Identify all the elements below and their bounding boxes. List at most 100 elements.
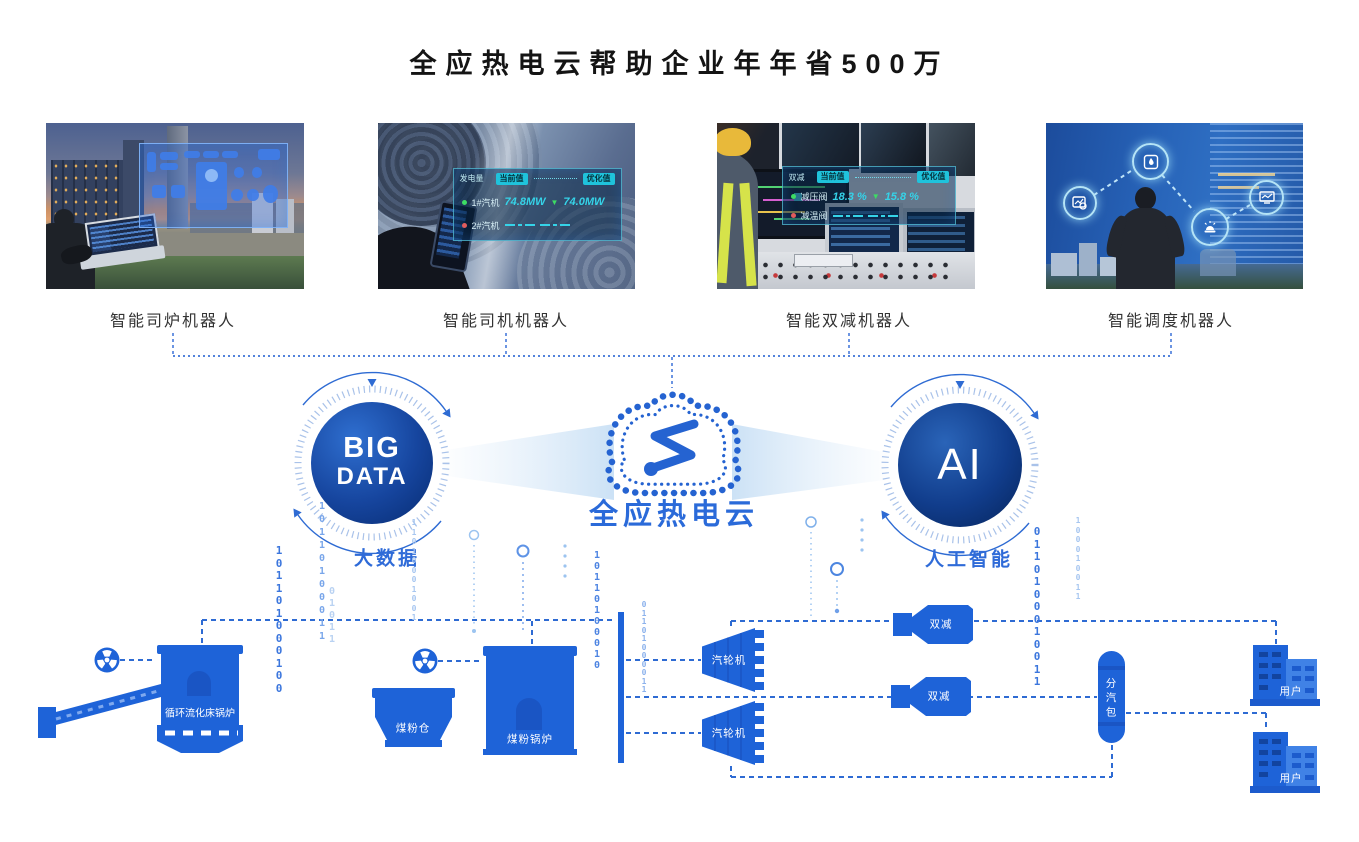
- man-head: [1135, 187, 1156, 210]
- photo-dual-reduction-robot: 双减 当前值 优化值 减压阀 18.3 % ▼ 15.8 % 减温阀: [717, 123, 975, 289]
- hud-widget: [147, 152, 157, 173]
- hud-widget: [151, 185, 167, 198]
- ai-sphere: AI: [898, 403, 1022, 527]
- bigdata-text-line2: DATA: [336, 463, 408, 491]
- turbine-label: 汽轮机: [711, 654, 747, 667]
- hud-node: [251, 167, 262, 178]
- reducer: [893, 605, 973, 644]
- photo-connectors: [172, 333, 1172, 388]
- coal-powder-boiler: [483, 646, 577, 755]
- turbine: [702, 701, 764, 765]
- steam-manifold: [618, 612, 624, 763]
- hard-hat: [717, 127, 751, 157]
- binary-column: 0 1 1 0 1 0 0 0 0 1 1: [641, 600, 647, 694]
- code-highlight: [1218, 186, 1260, 190]
- reducer-label: 双减: [927, 690, 951, 703]
- hud-header-label: 双减: [788, 172, 805, 182]
- turbine-label: 汽轮机: [711, 727, 747, 740]
- binary-column: 1 1 0 1 0 0 0 1 0 0 1: [411, 518, 417, 622]
- optimal-value: 15.8 %: [884, 190, 919, 203]
- wall-screen: [781, 123, 859, 170]
- hud-widget: [160, 162, 179, 171]
- hud-node: [247, 188, 259, 202]
- hud-widget: [160, 152, 179, 160]
- row-label: 2#汽机: [471, 220, 500, 231]
- coal-boiler-label: 煤粉锅炉: [507, 733, 553, 746]
- binary-column: 1 0 1 1 0 1 0 0 0 1 0: [593, 550, 601, 671]
- bigdata-text-line1: BIG: [343, 432, 401, 465]
- green-bullet: [790, 194, 796, 200]
- user-building: [1250, 645, 1320, 706]
- user-label: 用户: [1279, 685, 1303, 698]
- row-label: 减温阀: [800, 211, 828, 222]
- hud-widget: [203, 150, 220, 158]
- steam-header-label: 分汽包: [1104, 677, 1117, 721]
- chimney: [167, 126, 188, 230]
- flame-monitor-icon: [1132, 143, 1169, 180]
- user-building: [1250, 732, 1320, 793]
- alarm-icon: [1191, 208, 1229, 246]
- turbine: [702, 628, 764, 692]
- photo-stoker-robot: [46, 123, 304, 289]
- binary-column: 1 0 1 1 0 1 0 0 0 1 1: [318, 501, 326, 642]
- user-label: 用户: [1279, 772, 1303, 785]
- binary-column: 0 1 1 0 1 0 0 0 1 0 0 1 1: [1033, 525, 1041, 688]
- hud-node: [233, 167, 245, 178]
- hud-widget: [257, 148, 280, 160]
- building-silhouette: [1079, 242, 1098, 276]
- hud-widget: [222, 150, 239, 158]
- coal-icon: [412, 648, 438, 674]
- dash-placeholder: [504, 224, 535, 227]
- coal-bunker-label: 煤粉仓: [395, 722, 431, 735]
- icon-links: [1093, 168, 1251, 220]
- current-value: 74.8MW: [504, 196, 546, 209]
- photo-dispatch-robot: [1046, 123, 1303, 289]
- hud-node: [231, 188, 243, 202]
- photo-driver-robot: 发电量 当前值 优化值 1#汽机 74.8MW ▼ 74.0MW 2#汽机: [378, 123, 635, 289]
- conveyor: [38, 684, 161, 738]
- ai-ring: [881, 373, 1039, 557]
- reducer: [891, 677, 971, 716]
- hud-widget: [183, 150, 201, 158]
- wall-screen: [861, 123, 926, 173]
- coal-icon: [94, 647, 120, 673]
- green-bullet: [461, 199, 467, 205]
- binary-column: 1 0 0 0 1 0 0 1 1: [1075, 516, 1081, 601]
- optimal-value: 74.0MW: [563, 196, 605, 209]
- code-highlight: [1218, 172, 1275, 176]
- cfb-boiler-label: 循环流化床锅炉: [165, 708, 235, 720]
- dash-placeholder: [539, 224, 570, 227]
- cloud-label: 全应热电云: [588, 499, 760, 531]
- cfb-boiler: [157, 645, 243, 753]
- decor-dots: [468, 516, 864, 633]
- flow-lines: [120, 619, 1277, 778]
- chip-current: 当前值: [495, 172, 528, 185]
- dotted-line: [854, 176, 912, 178]
- red-bullet: [790, 213, 796, 219]
- big-data-sphere: BIG DATA: [311, 402, 433, 524]
- schematic-line: [758, 210, 805, 213]
- keyboard: [794, 253, 854, 268]
- red-bullet: [461, 222, 467, 228]
- hud-panel-valves: 双减 当前值 优化值 减压阀 18.3 % ▼ 15.8 % 减温阀: [781, 166, 957, 225]
- chip-optimal: 优化值: [917, 171, 950, 184]
- caption-dispatch-robot: 智能调度机器人: [1107, 313, 1235, 330]
- down-arrow-icon: ▼: [550, 197, 559, 207]
- building-silhouette: [1051, 252, 1077, 276]
- light-beams: [433, 424, 900, 500]
- hud-node: [263, 185, 279, 203]
- hud-dial: [205, 168, 219, 182]
- chip-optimal: 优化值: [582, 172, 615, 185]
- binary-column: 1 0 1 1 0 1 0 0 0 1 0 0: [275, 544, 283, 695]
- caption-stoker-robot: 智能司炉机器人: [109, 313, 237, 330]
- ai-text: AI: [937, 440, 983, 489]
- coal-bunker: [372, 688, 455, 747]
- hud-panel-boiler: [138, 142, 288, 228]
- reducer-label: 双减: [929, 618, 953, 631]
- dotted-line: [533, 178, 577, 180]
- hud-widget: [170, 185, 186, 198]
- chart-search-icon: [1063, 186, 1097, 220]
- bigdata-ring: [293, 371, 451, 555]
